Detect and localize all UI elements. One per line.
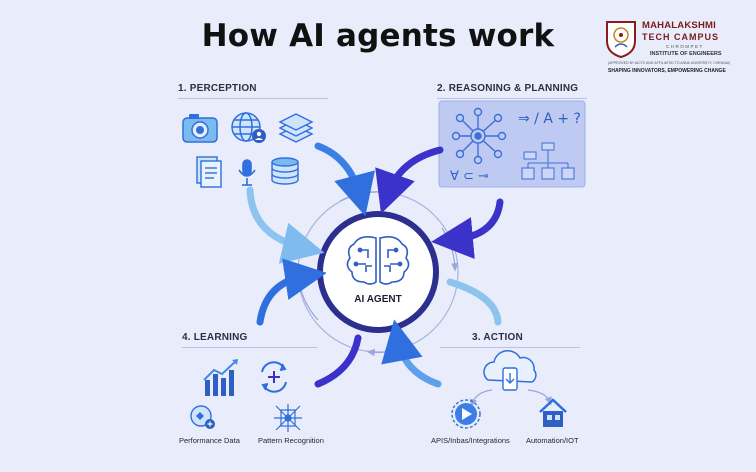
brain-icon	[346, 236, 410, 285]
caption-performance-data: Performance Data	[179, 436, 240, 445]
arrow-reasoning-in	[431, 198, 504, 260]
ai-agent-label: AI AGENT	[354, 294, 401, 305]
growth-chart-icon	[203, 359, 238, 396]
arrow-action-in	[381, 319, 442, 388]
logo-name-line4: INSTITUTE OF ENGINEERS	[650, 51, 722, 57]
logic-symbols: ∀ ⊂ ⊸	[450, 169, 489, 184]
arrow-learning-in	[256, 258, 327, 326]
refresh-add-icon	[261, 361, 287, 393]
cloud-device-icon	[483, 350, 537, 391]
section-label-reasoning: 2. REASONING & PLANNING	[437, 83, 579, 94]
caption-automation: Automation/IOT	[526, 436, 579, 445]
microphone-icon	[238, 159, 256, 186]
divider	[440, 347, 580, 348]
logo-name-line3: CHROMPET	[666, 44, 704, 49]
logo-name-line1: MAHALAKSHMI	[642, 20, 716, 31]
section-label-learning: 4. LEARNING	[182, 332, 248, 343]
network-graph-icon	[451, 107, 507, 165]
divider	[182, 347, 317, 348]
home-icon	[539, 398, 567, 427]
layers-icon	[278, 113, 314, 143]
play-button-icon	[451, 399, 481, 429]
document-icon	[196, 156, 222, 188]
logo-approval-text: (APPROVED BY AICTE AND AFFILIATED TO ANN…	[608, 61, 731, 65]
flowchart-icon	[521, 142, 575, 180]
pattern-grid-icon	[274, 404, 302, 432]
ai-agent-circle	[317, 211, 439, 333]
performance-gear-icon	[190, 405, 215, 429]
caption-pattern-recognition: Pattern Recognition	[258, 436, 324, 445]
arrow-perception-feed	[246, 186, 325, 264]
section-label-perception: 1. PERCEPTION	[178, 83, 257, 94]
logo-tagline: SHAPING INNOVATORS, EMPOWERING CHANGE	[608, 68, 726, 74]
institution-logo-block: MAHALAKSHMI TECH CAMPUS CHROMPET INSTITU…	[604, 19, 746, 79]
camera-icon	[182, 114, 218, 143]
arrow-learning-out	[314, 334, 362, 388]
logo-name-line2: TECH CAMPUS	[642, 32, 720, 42]
section-label-action: 3. ACTION	[472, 332, 523, 343]
page-title: How AI agents work	[201, 18, 555, 54]
user-badge-icon	[252, 129, 266, 143]
caption-apis: APIS/Inbas/Integrations	[431, 436, 510, 445]
divider	[437, 98, 587, 99]
arrow-perception-in	[314, 142, 375, 217]
divider	[178, 98, 328, 99]
crest-icon	[606, 21, 636, 59]
arrow-action-out	[446, 278, 502, 326]
arrow-reasoning-out	[375, 146, 444, 214]
database-icon	[271, 157, 299, 185]
reasoning-symbols: ⇒ / A + ?	[518, 111, 581, 127]
